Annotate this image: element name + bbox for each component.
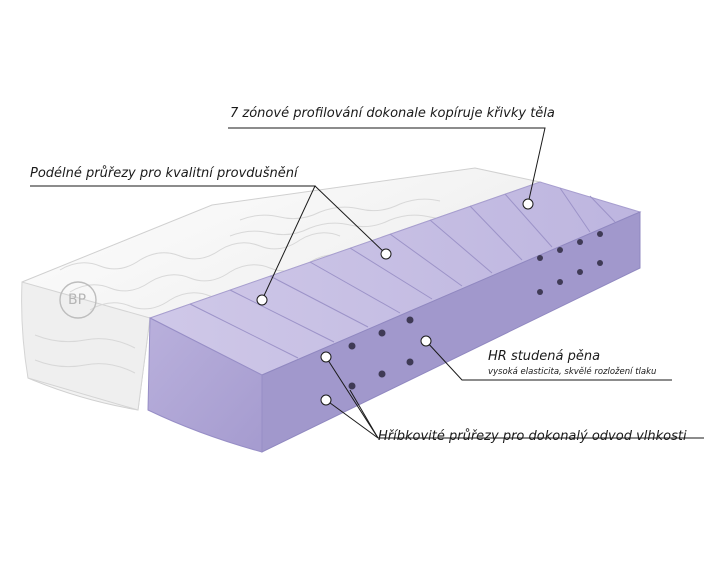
callout-foam-sub: vysoká elasticita, skvělé rozložení tlak… xyxy=(488,367,657,377)
callout-mushroom: Hříbkovité průřezy pro dokonalý odvod vl… xyxy=(378,429,687,444)
callout-channels: Podélné průřezy pro kvalitní provdušnění xyxy=(30,166,298,181)
callout-foam-title: HR studená pěna xyxy=(488,349,601,364)
marker-mushroom-1 xyxy=(320,351,332,363)
leader-lines xyxy=(30,127,704,439)
logo-text: BP xyxy=(68,292,87,308)
marker-mushroom-2 xyxy=(320,394,332,406)
marker-channels xyxy=(256,294,268,306)
callout-zones: 7 zónové profilování dokonale kopíruje k… xyxy=(230,106,555,121)
foam-core xyxy=(147,181,642,453)
marker-channels-2 xyxy=(380,248,392,260)
marker-zones xyxy=(522,198,534,210)
logo-icon xyxy=(59,281,97,319)
marker-foam xyxy=(420,335,432,347)
quilted-cover xyxy=(21,167,542,411)
